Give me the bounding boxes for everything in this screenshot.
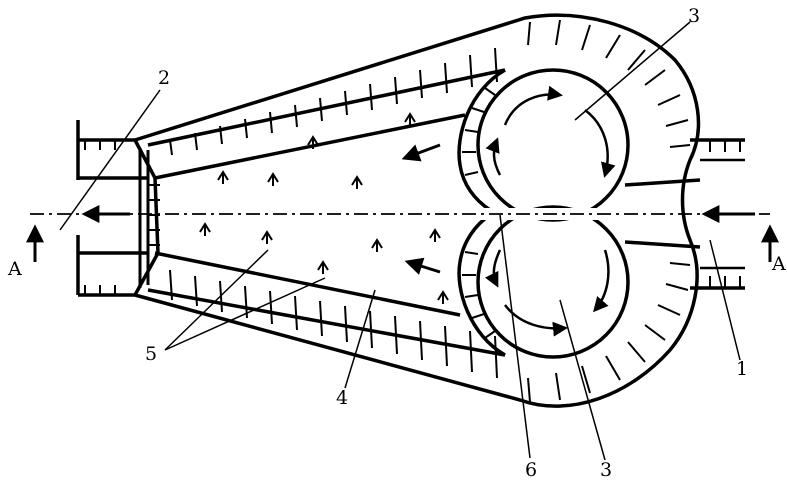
left-grate-ticks <box>148 184 160 246</box>
leader-lines <box>59 21 741 461</box>
label-seeds: 5 <box>145 343 157 365</box>
head-hatch <box>527 19 691 403</box>
seed-particles <box>199 112 449 304</box>
vortex-housing-lower <box>457 213 506 357</box>
label-chamber: 4 <box>336 387 348 409</box>
outlet-pipe <box>76 120 148 297</box>
inlet-pipe-ticks <box>709 140 741 288</box>
section-label-left: A <box>7 258 22 280</box>
label-inlet: 1 <box>736 358 748 380</box>
outer-casing <box>134 13 701 408</box>
section-label-right: A <box>771 253 786 275</box>
outlet-pipe-ticks <box>84 140 116 295</box>
left-grate <box>138 148 150 288</box>
inlet-pipe <box>624 138 745 290</box>
vortex-housing-hatch <box>462 87 496 339</box>
label-vortex-top: 3 <box>688 5 700 27</box>
label-vortex-bottom: 3 <box>600 459 612 481</box>
label-outlet: 2 <box>158 67 170 89</box>
flow-arrows <box>81 143 755 275</box>
vortex-circle-bottom <box>476 205 630 359</box>
upper-wall-hatch <box>169 47 498 156</box>
inlet-pipe-inner <box>700 158 745 270</box>
vortex-housing-upper <box>457 68 506 212</box>
label-axis-cusp: 6 <box>525 459 537 481</box>
inner-chamber-outline <box>147 68 506 357</box>
rotation-arrows <box>484 85 616 337</box>
